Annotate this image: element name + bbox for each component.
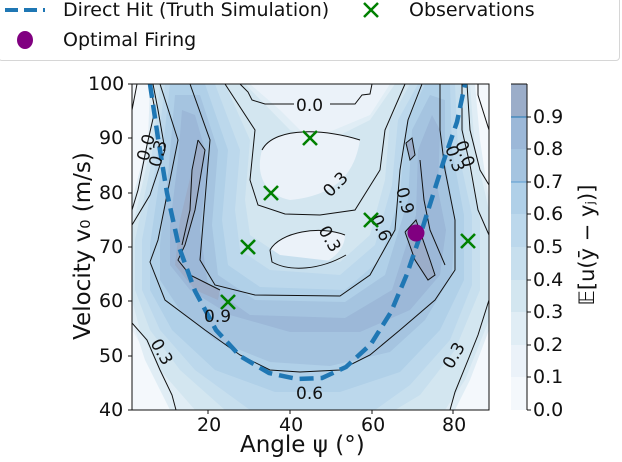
y-tick-label: 70 [99, 236, 124, 258]
legend-item-direct-hit: Direct Hit (Truth Simulation) [5, 0, 329, 21]
direct-hit-curve [147, 84, 468, 382]
x-axis-label: Angle ψ (°) [240, 432, 365, 458]
legend-label: Optimal Firing [63, 29, 197, 51]
legend-item-observations: Observations [351, 0, 535, 21]
y-tick-label: 80 [99, 182, 124, 204]
colorbar-label: 𝔼[u(ȳ − yⱼ)] [575, 184, 599, 306]
legend-label: Direct Hit (Truth Simulation) [63, 0, 330, 21]
y-tick-label: 100 [88, 73, 125, 95]
colorbar-tick-label: 0.0 [533, 399, 564, 421]
legend-label: Observations [409, 0, 535, 21]
svg-text:0.9: 0.9 [204, 307, 231, 327]
y-axis-label: Velocity v₀ (m/s) [70, 152, 96, 340]
svg-text:0.6: 0.6 [296, 384, 323, 404]
x-marker-icon [351, 0, 391, 20]
y-tick-label: 50 [99, 345, 124, 367]
colorbar-tick-label: 0.3 [533, 301, 564, 323]
y-tick-label: 90 [99, 127, 124, 149]
colorbar-tick-label: 0.4 [533, 269, 564, 291]
x-tick-label: 80 [442, 414, 467, 436]
svg-text:0.0: 0.0 [296, 96, 323, 116]
colorbar-tick-label: 0.1 [533, 366, 564, 388]
colorbar [511, 83, 531, 411]
colorbar-tick-label: 0.8 [533, 138, 564, 160]
colorbar-tick-label: 0.6 [533, 203, 564, 225]
legend: Direct Hit (Truth Simulation) Observatio… [0, 0, 620, 61]
colorbar-tick-label: 0.5 [533, 236, 564, 258]
observation-markers [220, 130, 476, 310]
dashed-line-icon [5, 5, 45, 15]
colorbar-tick-label: 0.2 [533, 334, 564, 356]
axis-ticks [128, 83, 454, 414]
x-tick-label: 60 [361, 414, 386, 436]
x-tick-label: 40 [279, 414, 304, 436]
y-tick-label: 40 [99, 399, 124, 421]
legend-item-optimal-firing: Optimal Firing [5, 29, 196, 51]
y-tick-label: 60 [99, 290, 124, 312]
colorbar-tick-label: 0.9 [533, 106, 564, 128]
circle-marker-icon [5, 30, 45, 50]
optimal-firing-marker [407, 224, 425, 242]
x-tick-label: 20 [197, 414, 222, 436]
contour-fill [132, 84, 489, 410]
colorbar-tick-label: 0.7 [533, 171, 564, 193]
